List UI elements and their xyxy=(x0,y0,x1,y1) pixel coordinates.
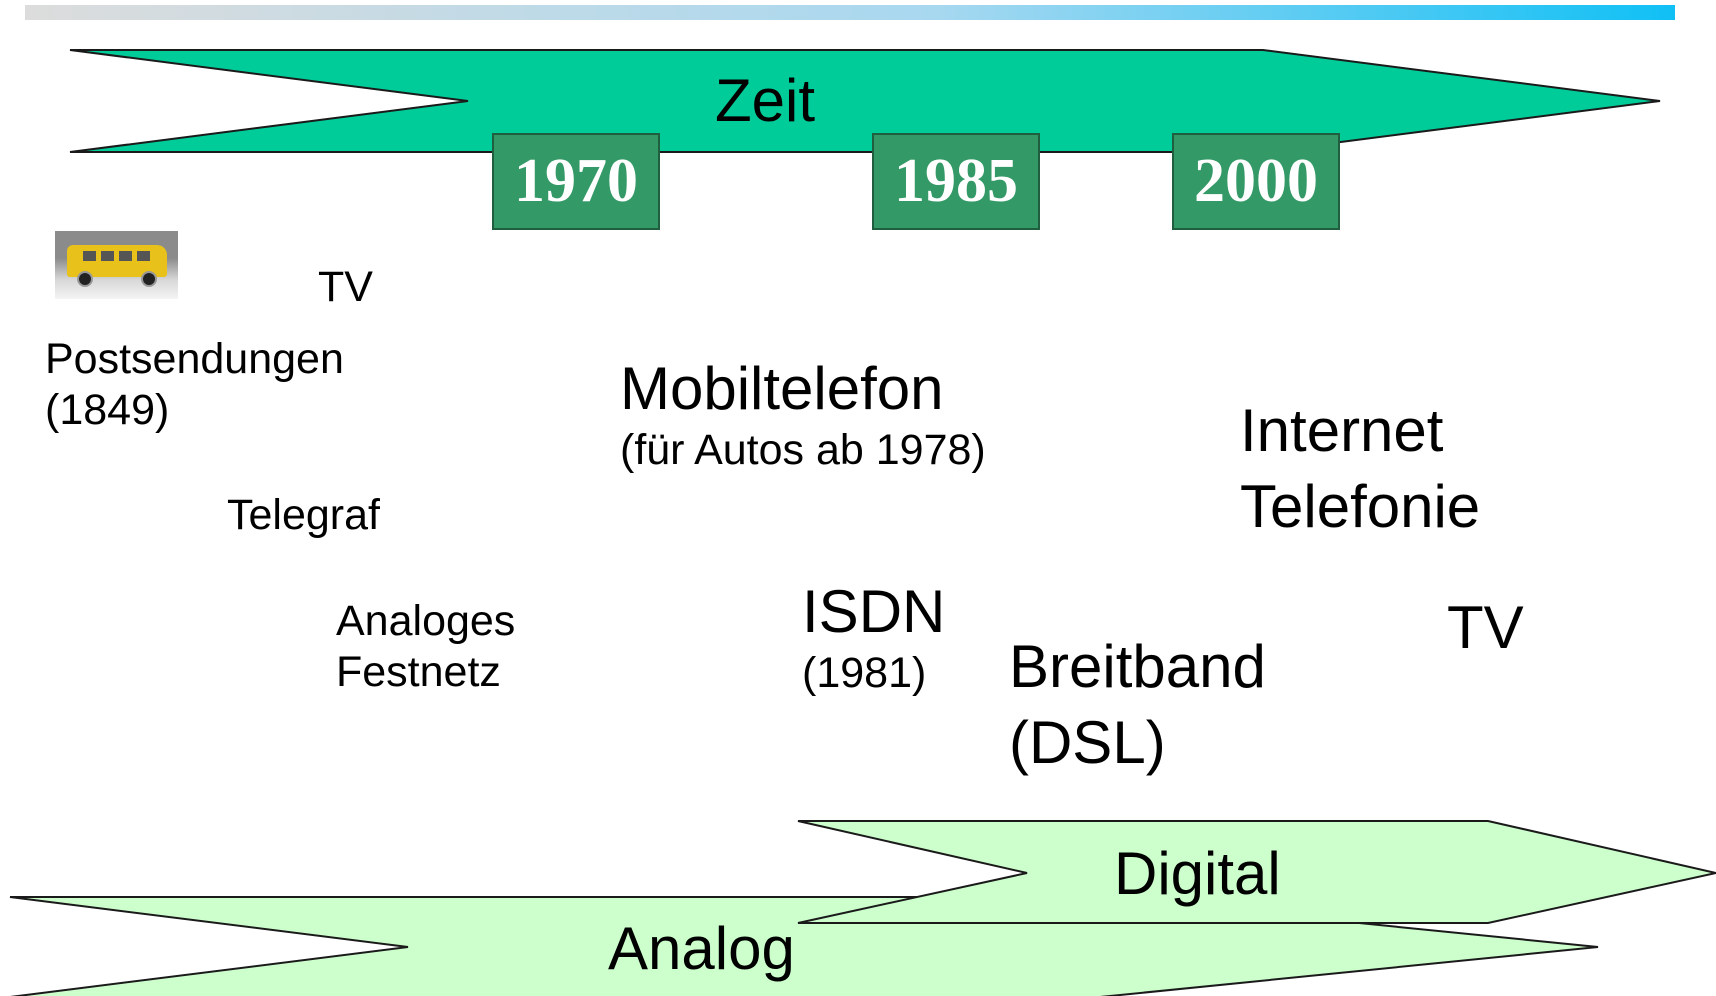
analog-band-label: Analog xyxy=(608,915,795,982)
label-internet-telefonie-line2: Telefonie xyxy=(1240,473,1481,541)
label-telegraf: Telegraf xyxy=(227,491,380,539)
label-postsendungen: Postsendungen (1849) xyxy=(45,334,344,435)
label-mobiltelefon-line1: Mobiltelefon xyxy=(620,355,944,422)
year-box-2000: 2000 xyxy=(1172,133,1340,230)
label-breitband: Breitband (DSL) xyxy=(1009,629,1266,781)
label-analoges-festnetz-line2: Festnetz xyxy=(336,647,501,696)
label-breitband-line1: Breitband xyxy=(1009,633,1266,700)
label-breitband-line2: (DSL) xyxy=(1009,709,1166,777)
year-box-1970: 1970 xyxy=(492,133,660,230)
label-tv-digital: TV xyxy=(1447,594,1524,661)
label-mobiltelefon: Mobiltelefon (für Autos ab 1978) xyxy=(620,354,986,476)
label-analoges-festnetz: Analoges Festnetz xyxy=(336,596,515,697)
label-internet-telefonie: Internet Telefonie xyxy=(1240,393,1480,545)
postbus-image xyxy=(55,231,178,299)
label-postsendungen-line2: (1849) xyxy=(45,385,170,434)
label-analoges-festnetz-line1: Analoges xyxy=(336,597,516,645)
digital-band-label: Digital xyxy=(1114,840,1281,907)
label-postsendungen-line1: Postsendungen xyxy=(45,335,344,383)
year-box-1985: 1985 xyxy=(872,133,1040,230)
label-isdn: ISDN (1981) xyxy=(802,577,945,699)
label-isdn-line1: ISDN xyxy=(802,578,946,645)
timeline-arrow xyxy=(69,49,1661,153)
label-internet-telefonie-line1: Internet xyxy=(1240,397,1444,464)
label-isdn-line2: (1981) xyxy=(802,648,927,697)
digital-band-arrow xyxy=(797,820,1716,924)
label-mobiltelefon-line2: (für Autos ab 1978) xyxy=(620,425,986,474)
timeline-label: Zeit xyxy=(715,67,816,134)
label-tv-early: TV xyxy=(318,263,373,311)
header-gradient-bar xyxy=(25,5,1675,20)
